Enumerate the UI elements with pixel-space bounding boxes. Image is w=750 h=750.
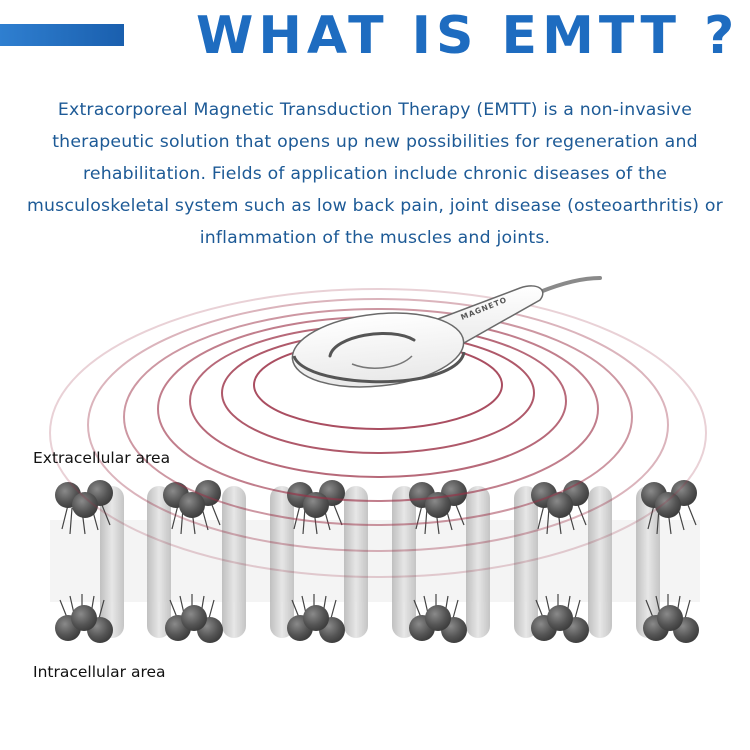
applicator-inner-ring-lower [351,355,413,369]
field-ring [49,288,707,578]
page-title: WHAT IS EMTT ? [196,6,740,66]
lipid-cluster [409,594,467,643]
applicator-cable [538,276,602,294]
emtt-applicator-device: MAGNETO [291,276,602,388]
emtt-diagram: MAGNETO [49,276,707,643]
intracellular-area-label: Intracellular area [33,663,166,681]
lipid-cluster [531,594,589,643]
lipid-cluster [643,594,699,643]
lipid-cluster [55,480,113,535]
applicator-inner-ring [328,332,416,358]
field-ring [87,298,669,552]
lipid-cluster [641,480,697,535]
applicator-head-edge [292,351,466,384]
applicator-head [291,312,465,388]
field-ring [123,308,633,526]
title-accent-bar [0,24,124,46]
lipid-cluster [55,594,113,643]
lipid-cluster [163,480,221,535]
extracellular-area-label: Extracellular area [33,449,171,467]
lower-lipid-layer [55,594,699,643]
lipid-cluster [165,594,223,643]
intro-paragraph: Extracorporeal Magnetic Transduction The… [26,100,723,248]
lipid-cluster [287,594,345,643]
